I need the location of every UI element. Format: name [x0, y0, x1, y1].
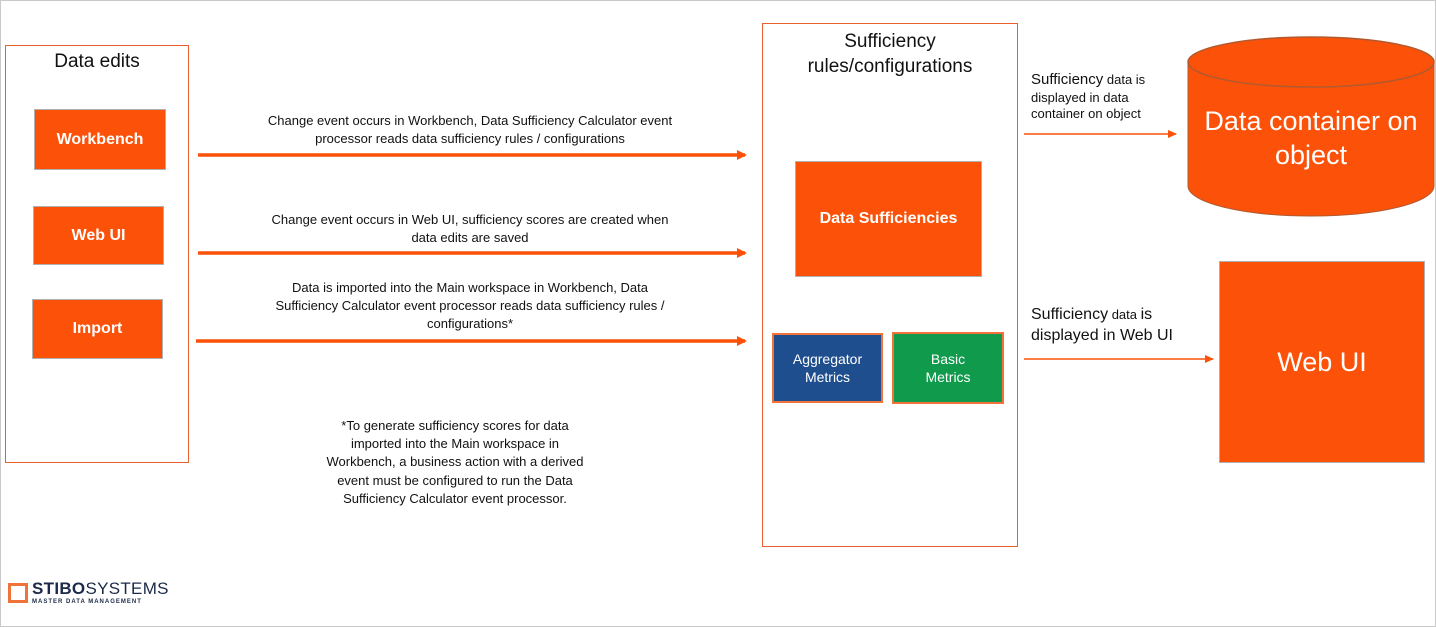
web-ui-output-box: Web UI: [1219, 261, 1425, 463]
logo-mark-icon: [8, 582, 28, 603]
web-ui-note: Sufficiency data is displayed in Web UI: [1031, 306, 1173, 344]
footnote: *To generate sufficiency scores for data…: [326, 418, 584, 506]
arrow-label-import: Data is imported into the Main workspace…: [275, 280, 665, 332]
arrow-label-web-ui: Change event occurs in Web UI, sufficien…: [271, 212, 669, 246]
workbench-box: Workbench: [34, 109, 166, 170]
data-sufficiencies-box: Data Sufficiencies: [795, 161, 982, 277]
container-note: Sufficiency data is displayed in data co…: [1031, 71, 1146, 122]
sufficiency-rules-panel: [762, 23, 1018, 547]
arrow-label-workbench: Change event occurs in Workbench, Data S…: [267, 113, 673, 147]
aggregator-metrics-box: Aggregator Metrics: [772, 333, 883, 403]
import-box: Import: [32, 299, 163, 359]
data-edits-title: Data edits: [54, 51, 140, 72]
basic-metrics-box: Basic Metrics: [892, 332, 1004, 404]
sufficiency-rules-title: Sufficiency rules/configurations: [807, 31, 973, 77]
web-ui-source-box: Web UI: [33, 206, 164, 265]
data-container-label: Data container on object: [1204, 106, 1418, 170]
stibo-systems-logo: STIBOSYSTEMS MASTER DATA MANAGEMENT: [8, 580, 169, 605]
